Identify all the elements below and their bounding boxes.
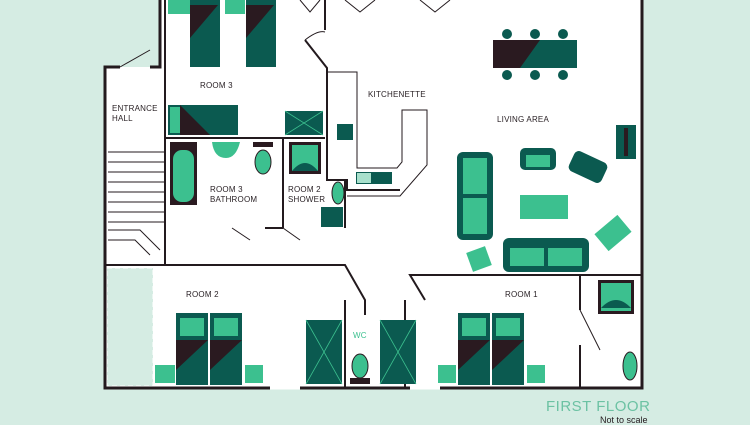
living-furniture — [457, 29, 636, 272]
label-room3: ROOM 3 — [200, 81, 233, 90]
label-room2-shower: ROOM 2 SHOWER — [288, 185, 326, 204]
internal-walls — [105, 0, 642, 388]
balcony-area — [106, 267, 154, 387]
floor-area — [105, 0, 642, 388]
label-room3-bathroom: ROOM 3 BATHROOM — [210, 185, 258, 204]
label-entrance-hall: ENTRANCE HALL — [112, 104, 158, 123]
outer-wall — [103, 0, 644, 390]
label-living-area: LIVING AREA — [497, 115, 549, 124]
label-wc: WC — [353, 331, 367, 340]
room3-beds — [168, 0, 324, 136]
room2-furniture — [155, 313, 417, 385]
kitchen-counter — [327, 71, 428, 197]
label-kitchenette: KITCHENETTE — [368, 90, 426, 99]
floor-title: FIRST FLOOR — [546, 398, 651, 415]
label-room2: ROOM 2 — [186, 290, 219, 299]
bathroom-fixtures — [170, 142, 345, 227]
scale-note: Not to scale — [600, 415, 648, 425]
label-room1: ROOM 1 — [505, 290, 538, 299]
doors — [119, 0, 601, 351]
hob — [337, 124, 353, 140]
room1-furniture — [438, 280, 638, 385]
